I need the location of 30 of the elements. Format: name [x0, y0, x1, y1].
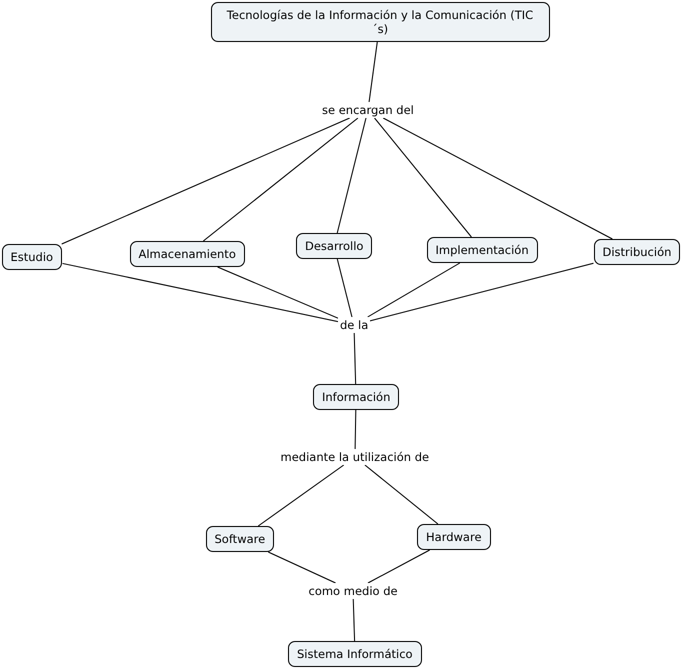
connector-line	[268, 552, 336, 584]
connector-line	[336, 118, 366, 234]
concept-box: Implementación	[426, 237, 538, 263]
connector-line	[354, 410, 356, 450]
concept-box: Sistema Informático	[288, 641, 422, 667]
concept-box: Distribución	[594, 239, 680, 265]
connector-line	[352, 598, 356, 642]
connector-line	[61, 118, 350, 244]
concept-box: Estudio	[2, 244, 62, 270]
connector-line	[202, 118, 358, 242]
connector-line	[368, 42, 378, 102]
linking-phrase: mediante la utilización de	[278, 449, 432, 465]
concept-box: Desarrollo	[296, 233, 372, 259]
connector-line	[364, 464, 438, 524]
connector-line	[258, 464, 344, 526]
connector-line	[367, 550, 430, 584]
connector-line	[336, 258, 352, 318]
connector-line	[374, 118, 472, 238]
connector-line	[367, 262, 460, 318]
linking-phrase: se encargan del	[320, 102, 416, 118]
connector-line	[354, 332, 356, 384]
connector-line	[382, 118, 613, 240]
connector-line	[370, 262, 594, 322]
concept-box: Software	[206, 526, 274, 552]
connector-line	[62, 262, 338, 322]
concept-box: Hardware	[417, 524, 491, 550]
concept-box: Tecnologías de la Información y la Comunicación (TIC´s)	[210, 2, 550, 42]
concept-box: Almacenamiento	[130, 241, 245, 267]
concept-box: Información	[313, 384, 400, 410]
connector-line	[217, 266, 338, 319]
